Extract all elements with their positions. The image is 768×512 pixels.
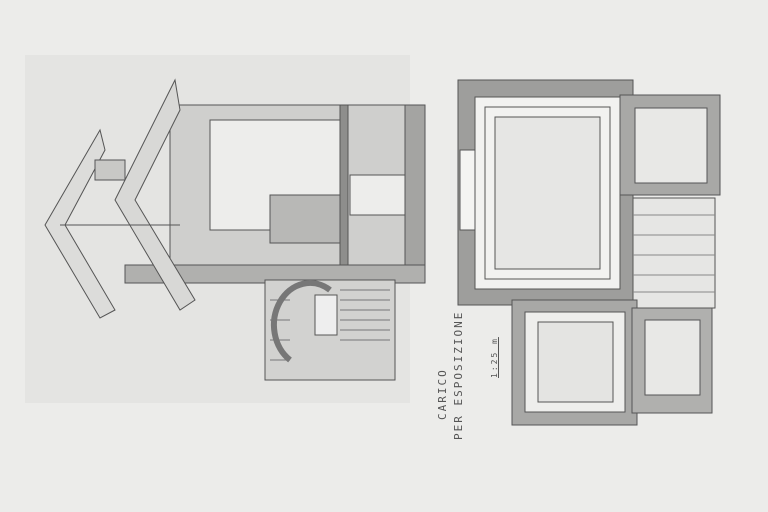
drawing-title-line-1: CARICO <box>436 368 449 420</box>
building-section <box>44 78 426 381</box>
floor-plan <box>457 79 721 426</box>
scale-label: 1:25 m <box>490 337 499 378</box>
drawing-title-line-2: PER ESPOSIZIONE <box>452 310 465 440</box>
